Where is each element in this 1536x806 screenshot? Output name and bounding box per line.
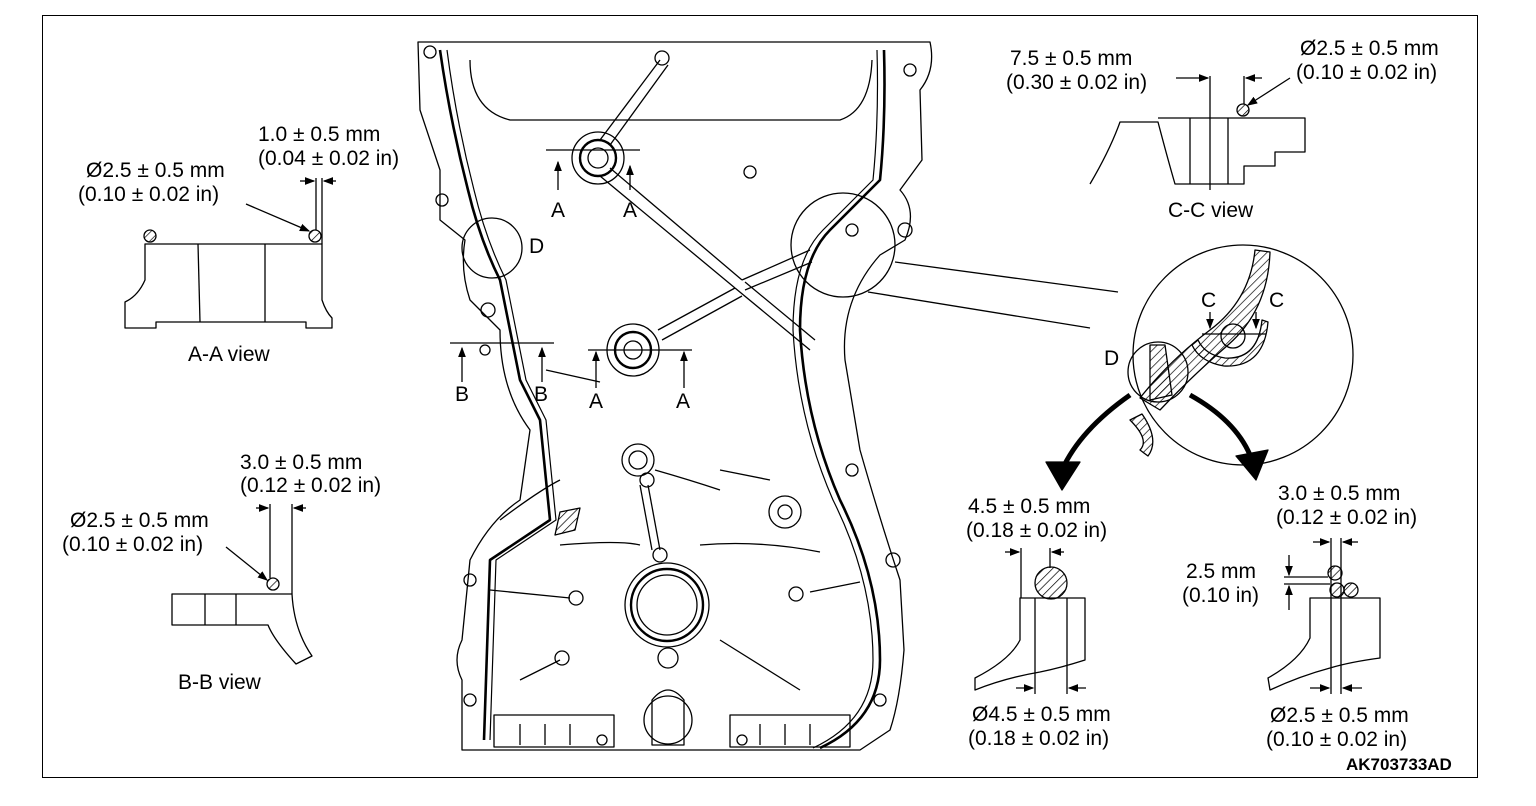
detail-d-marker [461, 217, 523, 279]
figure-code: AK703733AD [1346, 755, 1452, 774]
section-label-b1: B [455, 383, 470, 406]
section-arrows [450, 149, 692, 388]
section-label-a3: A [589, 390, 604, 413]
cc-bead-metric: Ø2.5 ± 0.5 mm [1300, 37, 1439, 60]
aa-view-title: A-A view [188, 343, 270, 366]
cc-gap-metric: 7.5 ± 0.5 mm [1010, 47, 1133, 70]
aa-gap-imperial: (0.04 ± 0.02 in) [258, 147, 400, 170]
bb-view-title: B-B view [178, 671, 261, 694]
d-left-bead [1034, 566, 1068, 600]
cc-bead-imperial: (0.10 ± 0.02 in) [1296, 61, 1438, 84]
d-left-top-metric: 4.5 ± 0.5 mm [968, 495, 1091, 518]
d-left-bottom-imperial: (0.18 ± 0.02 in) [968, 727, 1110, 750]
section-label-c1: C [1201, 289, 1217, 312]
bb-view-section [171, 504, 313, 665]
aa-bead [308, 229, 322, 243]
bb-gap-imperial: (0.12 ± 0.02 in) [240, 474, 382, 497]
d-left-section [974, 548, 1086, 694]
detail-zoom-origin [790, 192, 896, 298]
aa-gap-metric: 1.0 ± 0.5 mm [258, 123, 381, 146]
d-right-bottom-imperial: (0.10 ± 0.02 in) [1266, 728, 1408, 751]
bb-bead [266, 577, 280, 591]
cc-view-title: C-C view [1168, 199, 1254, 222]
section-label-c2: C [1269, 289, 1285, 312]
d-right-bead-upper [1327, 565, 1343, 581]
section-label-d-marker: D [529, 235, 545, 258]
cc-bead [1236, 103, 1250, 117]
bb-gap-metric: 3.0 ± 0.5 mm [240, 451, 363, 474]
section-label-b2: B [534, 383, 549, 406]
aa-left-bead [143, 229, 157, 243]
aa-bead-imperial: (0.10 ± 0.02 in) [78, 183, 220, 206]
cc-gap-imperial: (0.30 ± 0.02 in) [1006, 71, 1148, 94]
section-label-a1: A [551, 199, 566, 222]
section-label-a4: A [676, 390, 691, 413]
d-left-top-imperial: (0.18 ± 0.02 in) [966, 519, 1108, 542]
d-right-section [1267, 538, 1381, 694]
d-right-offset-imperial: (0.10 in) [1182, 584, 1260, 607]
d-right-offset-metric: 2.5 mm [1186, 560, 1257, 583]
bb-bead-imperial: (0.10 ± 0.02 in) [62, 533, 204, 556]
section-label-d-detail: D [1104, 347, 1120, 370]
diagram-frame [42, 15, 1478, 778]
d-right-bottom-metric: Ø2.5 ± 0.5 mm [1270, 704, 1409, 727]
aa-view-section [124, 177, 336, 329]
detail-d-enlarged [1045, 244, 1354, 491]
aa-bead-metric: Ø2.5 ± 0.5 mm [86, 159, 225, 182]
d-right-top-imperial: (0.12 ± 0.02 in) [1276, 506, 1418, 529]
timing-case-outline [417, 41, 933, 751]
bb-bead-metric: Ø2.5 ± 0.5 mm [70, 509, 209, 532]
section-label-a2: A [623, 199, 638, 222]
d-right-top-metric: 3.0 ± 0.5 mm [1278, 482, 1401, 505]
cc-view-section [1089, 74, 1306, 190]
d-left-bottom-metric: Ø4.5 ± 0.5 mm [972, 703, 1111, 726]
